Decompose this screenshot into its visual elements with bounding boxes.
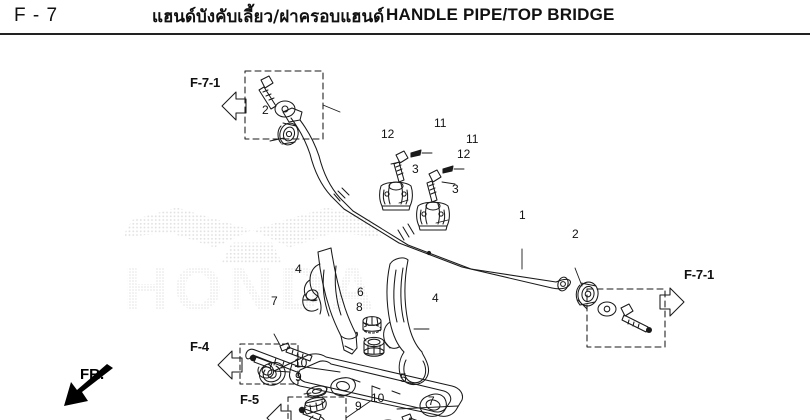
- part-handle-pipe: [282, 107, 571, 292]
- part-clamp-left: [304, 397, 327, 415]
- page-title-thai: แฮนด์บังคับเลี้ยว/ฝาครอบแฮนด์: [152, 7, 385, 27]
- part-callout-7: 7: [271, 294, 278, 308]
- part-callout-10: 10: [294, 356, 308, 370]
- part-handle-stay-left: [302, 247, 358, 355]
- part-callout-9: 9: [355, 399, 362, 413]
- part-stem-bolt-right: [401, 413, 418, 420]
- part-callout-11: 11: [466, 132, 479, 146]
- part-callout-12: 12: [381, 127, 395, 141]
- part-stay-rubber: [362, 316, 382, 334]
- part-callout-3: 3: [452, 182, 459, 196]
- xref-top-left-label[interactable]: F-7-1: [190, 75, 221, 90]
- part-callout-11: 11: [434, 116, 447, 130]
- xref-f4-label[interactable]: F-4: [190, 339, 209, 354]
- part-holder-bolt-2: [426, 169, 442, 203]
- part-bar-end-right: [575, 281, 599, 307]
- part-callout-7: 7: [428, 394, 435, 408]
- xref-box-right: [586, 288, 666, 348]
- front-direction-label: FR.: [80, 366, 105, 383]
- part-callout-1: 1: [519, 208, 526, 222]
- xref-box-top-left: [244, 70, 324, 140]
- page-code: F - 7: [14, 5, 59, 26]
- page-header: F - 7 แฮนด์บังคับเลี้ยว/ฝาครอบแฮนด์ HAND…: [0, 0, 810, 35]
- part-callout-6: 6: [357, 285, 364, 299]
- part-callout-9: 9: [295, 370, 302, 384]
- part-callout-12: 12: [457, 147, 471, 161]
- xref-arrow-f5: [266, 403, 292, 420]
- part-callout-3: 3: [412, 162, 419, 176]
- front-direction-arrow: [64, 364, 113, 406]
- part-holder-bolt-1: [393, 150, 409, 183]
- xref-f5-label[interactable]: F-5: [240, 392, 259, 407]
- part-handlebar-holder-upper: [379, 181, 413, 211]
- part-callout-2: 2: [262, 103, 269, 117]
- part-callout-4: 4: [295, 262, 302, 276]
- part-callout-2: 2: [572, 227, 579, 241]
- marker-arrow-1: [410, 149, 422, 158]
- xref-right-label[interactable]: F-7-1: [684, 267, 715, 282]
- part-bar-end-left: [277, 122, 299, 146]
- leader-lines: [269, 104, 588, 419]
- part-callout-4: 4: [432, 291, 439, 305]
- xref-box-f4: [239, 343, 299, 385]
- part-handle-stay-right: [383, 257, 429, 385]
- xref-arrow-top-left: [221, 91, 247, 121]
- part-handlebar-holder-lower: [416, 201, 450, 231]
- svg-text:HONDA: HONDA: [123, 255, 380, 324]
- part-callout-10: 10: [371, 391, 385, 405]
- header-divider: [0, 33, 810, 35]
- part-callout-5: 5: [400, 371, 407, 385]
- xref-arrow-right: [659, 287, 685, 317]
- marker-arrow-2: [442, 165, 454, 174]
- xref-arrow-f4: [217, 350, 243, 380]
- part-callout-8: 8: [356, 300, 363, 314]
- page-title-english: HANDLE PIPE/TOP BRIDGE: [386, 5, 615, 24]
- honda-watermark: HONDA: [122, 207, 382, 324]
- part-top-bridge: [245, 348, 463, 417]
- parts-diagram: HONDA: [0, 34, 810, 420]
- part-stay-collar: [363, 336, 385, 357]
